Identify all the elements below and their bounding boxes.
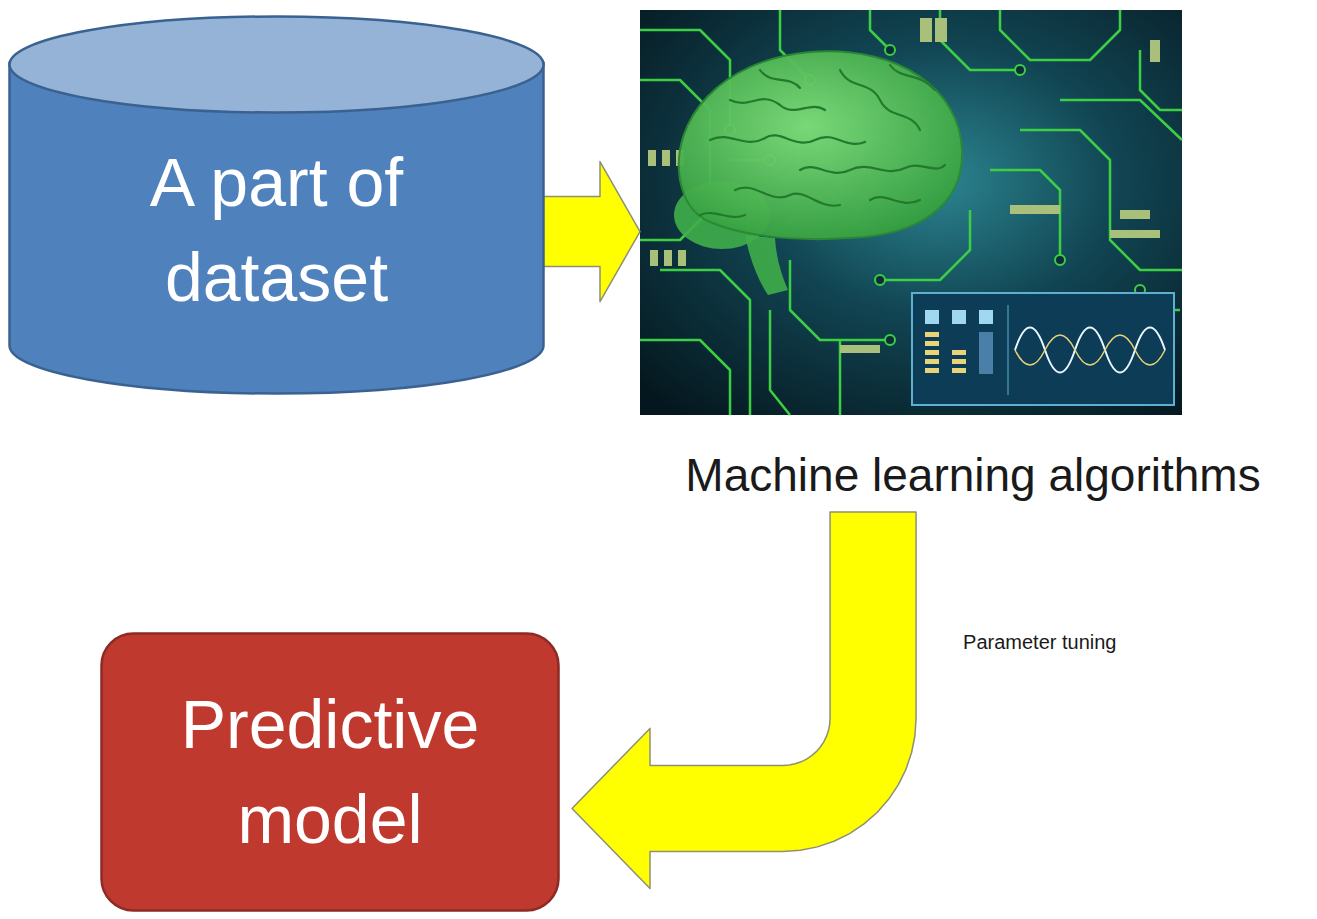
block-arrow bbox=[572, 512, 916, 888]
box-outline bbox=[100, 632, 560, 912]
picture-caption: Machine learning algorithms bbox=[685, 448, 1260, 503]
brain-drawing bbox=[674, 51, 962, 295]
signal-panel bbox=[912, 293, 1174, 405]
circuit-traces bbox=[640, 10, 1182, 415]
dataset-cylinder: A part of dataset bbox=[8, 15, 545, 395]
box-label: A part of dataset bbox=[38, 135, 515, 325]
cylinder-top bbox=[10, 17, 544, 113]
edge-label: Parameter tuning bbox=[960, 630, 1119, 655]
box-label: Predictive model bbox=[130, 677, 530, 867]
picture-ground bbox=[640, 10, 1182, 415]
box-fill bbox=[102, 634, 559, 911]
ai-brain-picture bbox=[640, 10, 1182, 415]
predictive-model-box: Predictive model bbox=[100, 632, 560, 912]
ml-algorithm-picture: Machine learning algorithms bbox=[640, 10, 1182, 505]
